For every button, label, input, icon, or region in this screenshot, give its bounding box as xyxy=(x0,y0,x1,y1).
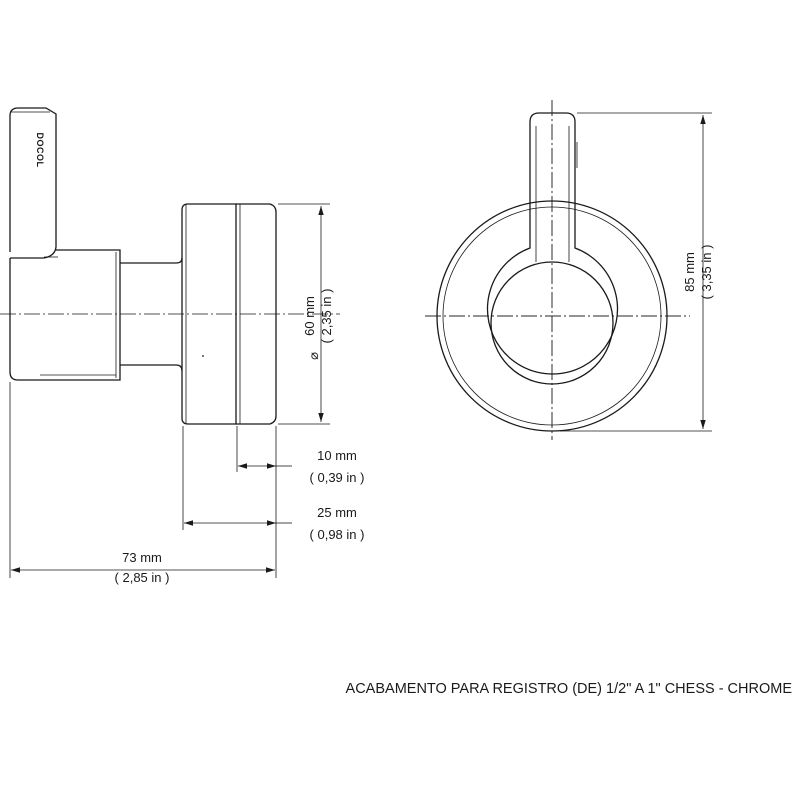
diameter-label: 60 mm ( 2,35 in ) xyxy=(302,289,334,344)
cap-depth-mm: 25 mm xyxy=(317,505,357,520)
lever-handle xyxy=(9,107,57,259)
svg-text:60 mm: 60 mm xyxy=(302,296,317,336)
svg-text:85 mm: 85 mm xyxy=(682,252,697,292)
svg-text:( 2,35 in ): ( 2,35 in ) xyxy=(319,289,334,344)
diameter-symbol: ⌀ xyxy=(306,352,321,360)
cap-depth-in: ( 0,98 in ) xyxy=(310,527,365,542)
neck xyxy=(120,257,183,372)
total-depth-in: ( 2,85 in ) xyxy=(115,570,170,585)
front-lever xyxy=(486,112,619,375)
total-depth-mm: 73 mm xyxy=(122,550,162,565)
ring xyxy=(236,203,277,425)
ring-depth-mm: 10 mm xyxy=(317,448,357,463)
svg-text:( 3,35 in ): ( 3,35 in ) xyxy=(699,245,714,300)
drawing-caption: ACABAMENTO PARA REGISTRO (DE) 1/2" A 1" … xyxy=(346,681,793,697)
height-label: 85 mm ( 3,35 in ) xyxy=(682,245,714,300)
front-dimensions xyxy=(560,112,712,432)
cap xyxy=(181,203,237,425)
base-body xyxy=(9,249,121,381)
side-view xyxy=(0,107,340,425)
brand-logo-text: DOCOL xyxy=(35,133,45,168)
front-view xyxy=(425,100,690,440)
ring-depth-in: ( 0,39 in ) xyxy=(310,470,365,485)
side-dimensions xyxy=(9,203,330,578)
